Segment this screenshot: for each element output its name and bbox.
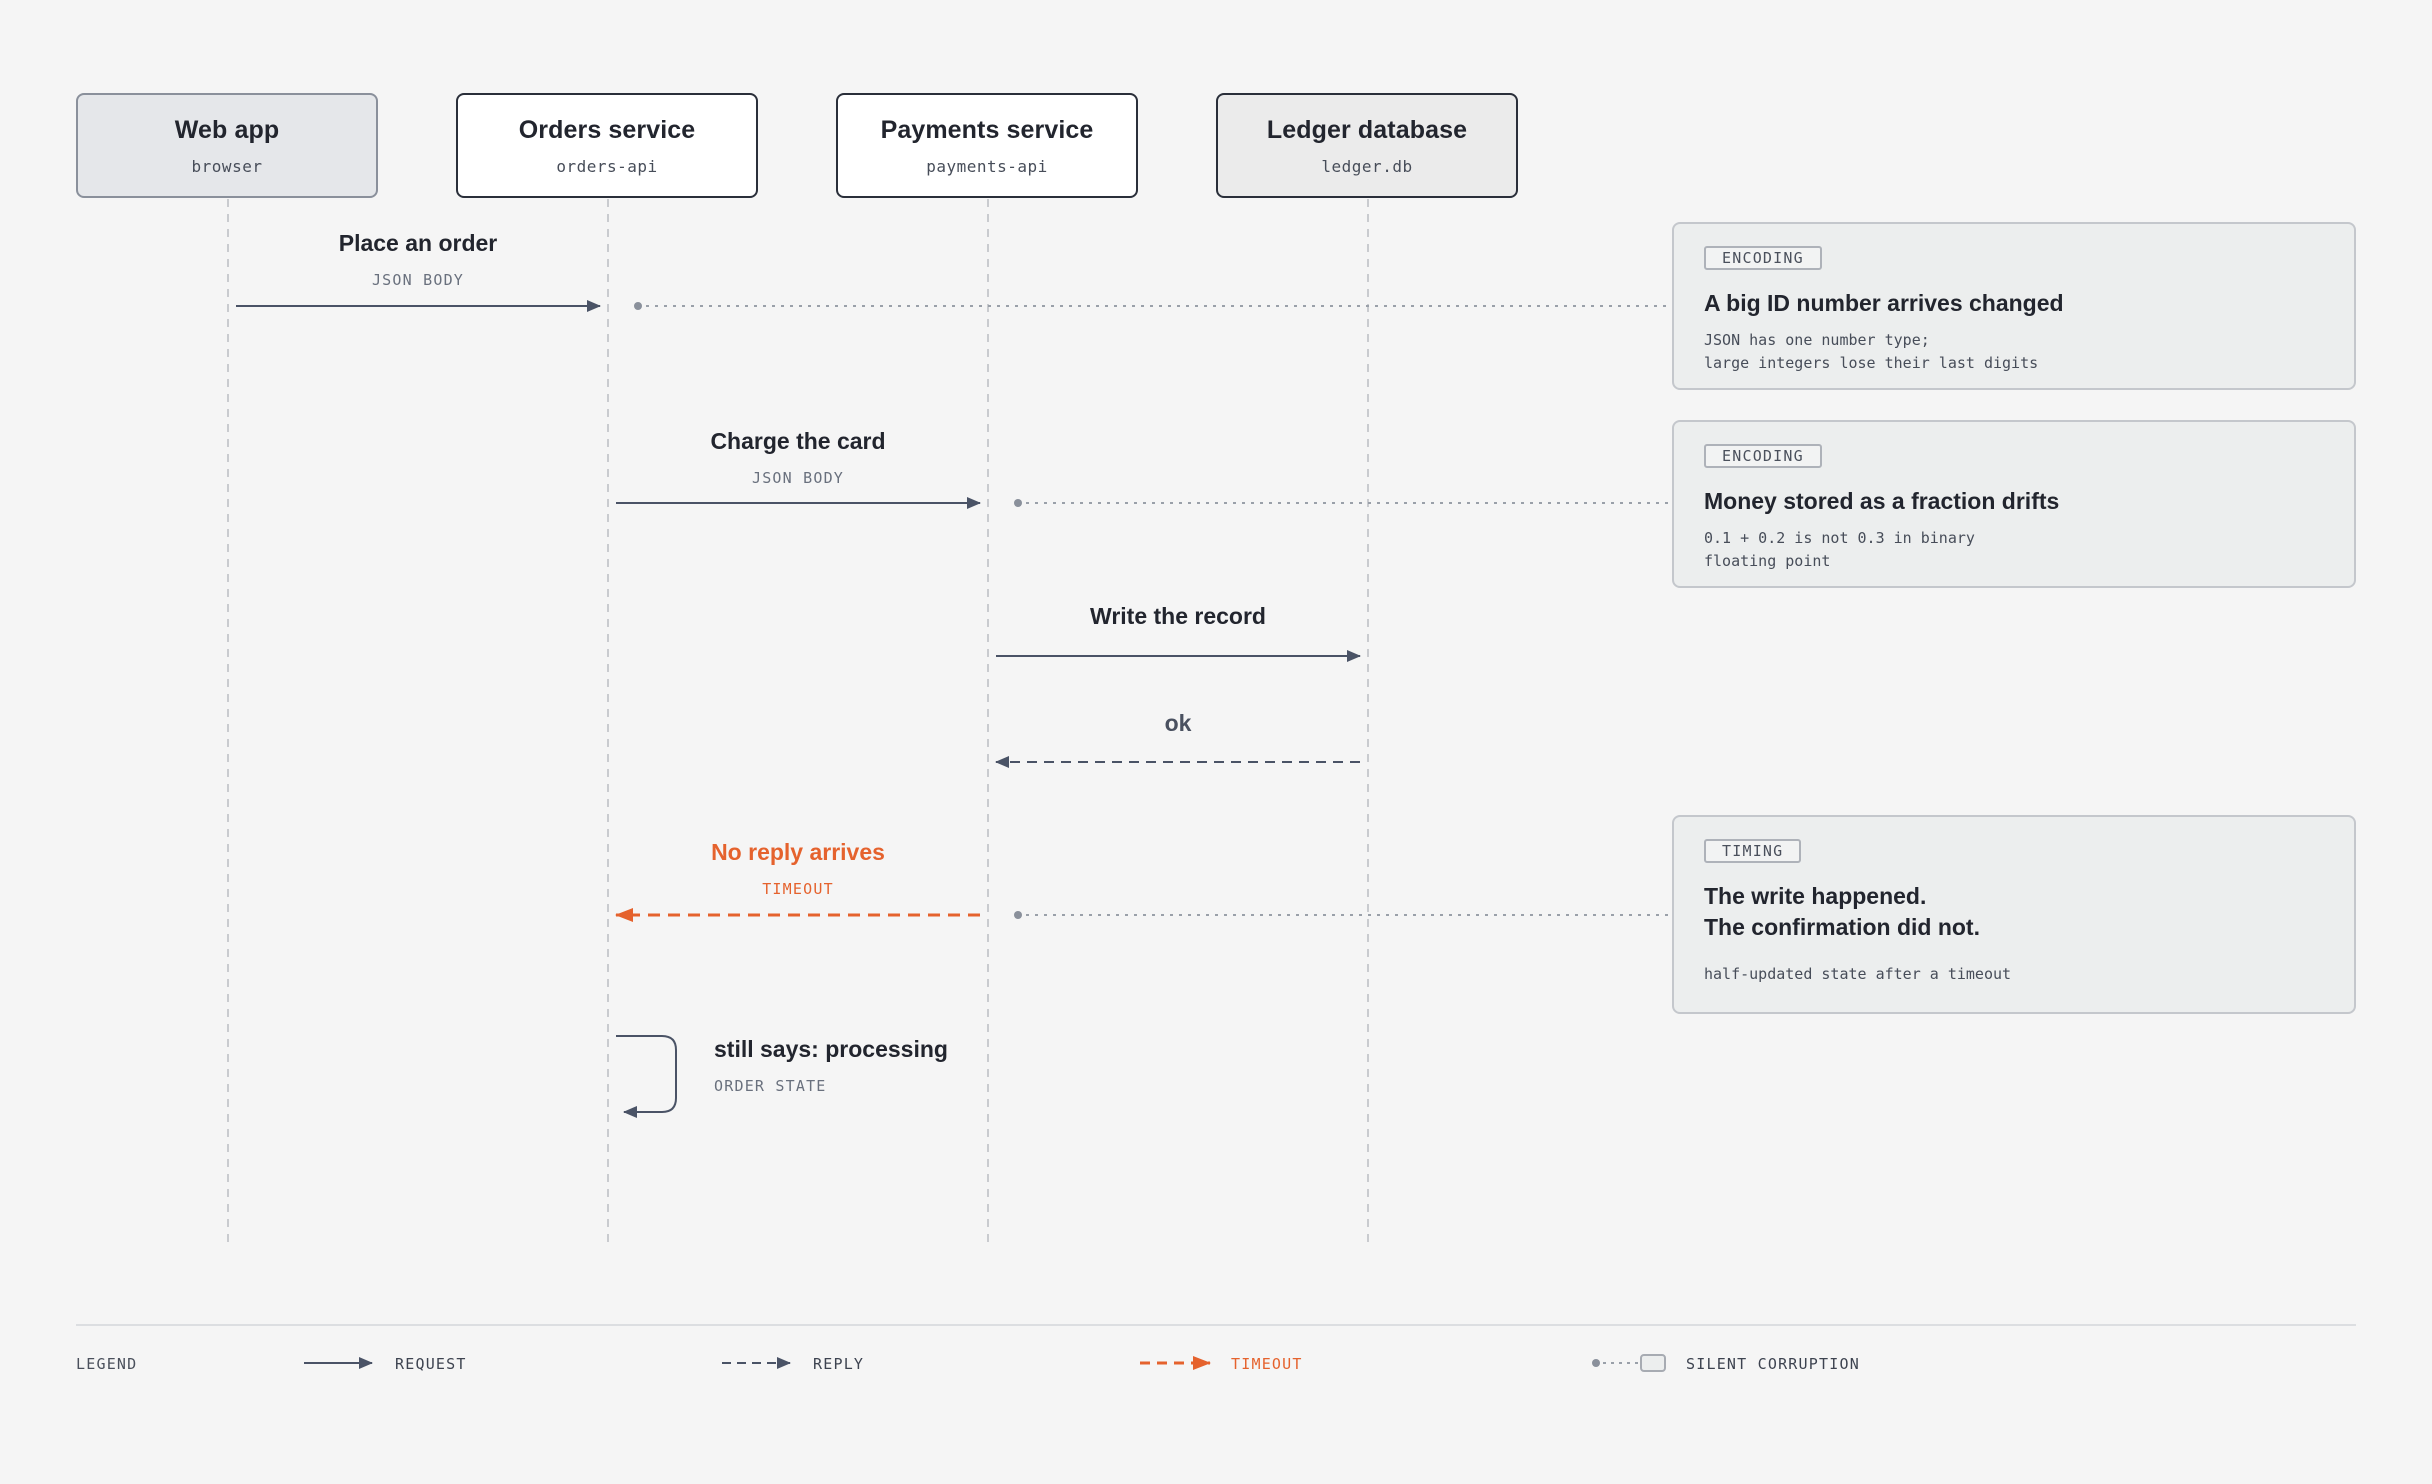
- actor-subtitle: browser: [191, 156, 263, 176]
- corruption-dot-1: [634, 302, 642, 310]
- message-tag: JSON BODY: [371, 271, 465, 289]
- actor-title: Web app: [174, 115, 280, 144]
- note-big-id-changed: ENCODING A big ID number arrives changed…: [1672, 222, 2356, 390]
- message-text: No reply arrives: [711, 839, 885, 865]
- note-body: 0.1 + 0.2 is not 0.3 in binary floating …: [1704, 529, 1975, 570]
- legend-silent-label: SILENT CORRUPTION: [1686, 1355, 1860, 1373]
- note-body: half-updated state after a timeout: [1704, 965, 2012, 983]
- message-label-still-processing: still says: processing ORDER STATE: [714, 1036, 948, 1095]
- message-text: Write the record: [1090, 603, 1266, 629]
- actor-subtitle: ledger.db: [1321, 156, 1413, 176]
- message-tag: JSON BODY: [751, 469, 845, 487]
- corruption-dot-2: [1014, 499, 1022, 507]
- actor-title: Ledger database: [1266, 115, 1468, 144]
- note-write-happened: TIMING The write happened. The confirmat…: [1672, 815, 2356, 1014]
- message-label-ok: ok: [1165, 710, 1192, 737]
- legend-silent-dot: [1592, 1359, 1600, 1367]
- corruption-dot-3: [1014, 911, 1022, 919]
- legend-request-label: REQUEST: [395, 1355, 467, 1373]
- message-tag: TIMEOUT: [762, 880, 834, 898]
- legend-silent-box: [1640, 1354, 1666, 1372]
- message-text: Place an order: [338, 230, 498, 256]
- note-badge: ENCODING: [1704, 444, 1822, 468]
- actor-ledger-database: Ledger database ledger.db: [1216, 93, 1518, 198]
- legend-heading: LEGEND: [76, 1355, 138, 1373]
- note-title: Money stored as a fraction drifts: [1704, 488, 2060, 514]
- actor-subtitle: payments-api: [926, 156, 1048, 176]
- message-label-place-order: Place an order JSON BODY: [339, 230, 498, 289]
- actor-title: Orders service: [518, 115, 696, 144]
- note-title: A big ID number arrives changed: [1704, 290, 2064, 316]
- message-label-write-record: Write the record: [1090, 603, 1266, 630]
- legend-reply-label: REPLY: [813, 1355, 865, 1373]
- arrow-self-processing: [616, 1035, 677, 1118]
- message-label-charge-card: Charge the card JSON BODY: [710, 428, 885, 487]
- note-money-drifts: ENCODING Money stored as a fraction drif…: [1672, 420, 2356, 588]
- message-tag: ORDER STATE: [714, 1077, 827, 1095]
- actor-web-app: Web app browser: [76, 93, 378, 198]
- note-badge: ENCODING: [1704, 246, 1822, 270]
- message-label-no-reply: No reply arrives TIMEOUT: [711, 839, 885, 898]
- note-badge: TIMING: [1704, 839, 1802, 863]
- message-text: Charge the card: [710, 428, 886, 454]
- actor-subtitle: orders-api: [556, 156, 658, 176]
- actor-payments-service: Payments service payments-api: [836, 93, 1138, 198]
- message-text: ok: [1164, 710, 1192, 736]
- actor-title: Payments service: [880, 115, 1094, 144]
- legend-timeout-label: TIMEOUT: [1231, 1355, 1303, 1373]
- note-body: JSON has one number type; large integers…: [1704, 331, 2039, 372]
- note-title: The write happened. The confirmation did…: [1704, 883, 1980, 940]
- actor-orders-service: Orders service orders-api: [456, 93, 758, 198]
- message-text: still says: processing: [714, 1036, 948, 1062]
